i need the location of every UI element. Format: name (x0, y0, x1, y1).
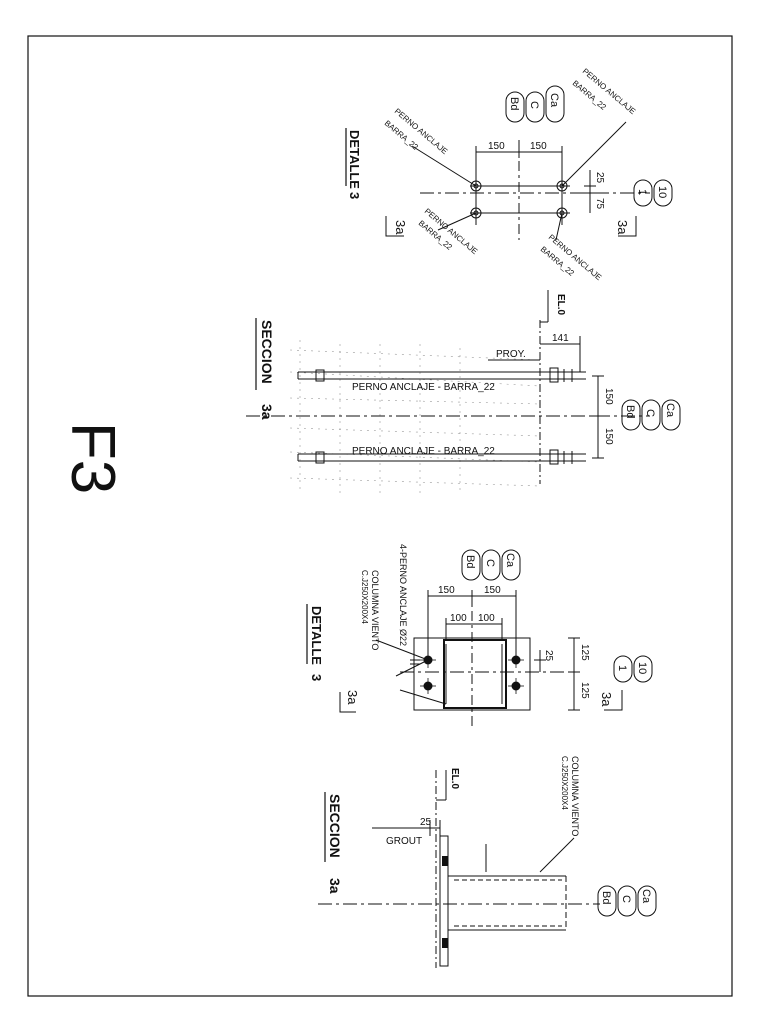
detail-b-grid-bubbles (461, 549, 653, 683)
detail-a-grid-bd: Bd (508, 97, 520, 110)
section-b-column-note-2: C.J250X200X4 (560, 756, 569, 810)
section-a-grid-c: C (644, 409, 656, 417)
detail-a-mark-left: 3a (393, 220, 408, 235)
detail-b-mark-right: 3a (599, 692, 614, 707)
detail-a-grid-bubbles (505, 85, 673, 207)
detail-a-dim-3: 25 (594, 172, 605, 184)
detail-b-dim-side-3: 25 (543, 650, 554, 662)
detail-b-grid-bd: Bd (464, 555, 476, 568)
detail-b-bolt-note: 4-PERNO ANCLAJE Ø22 (398, 544, 408, 646)
section-a-proy: PROY. (496, 349, 526, 360)
detail-b-dim-inner-1: 100 (450, 613, 467, 624)
section-a-el: EL.0 (555, 294, 566, 316)
section-b-grout: GROUT (386, 836, 422, 847)
section-a-soil-hatch (289, 340, 541, 494)
detail-b-dim-side-2: 125 (579, 682, 590, 699)
detail-b-bolt-crosses (420, 652, 524, 694)
detail-b-grid-10: 10 (636, 662, 648, 674)
detail-a-dim-4: 75 (594, 198, 605, 210)
section-a-proy-dim: 141 (552, 333, 569, 344)
section-a-grid-bd: Bd (624, 405, 636, 418)
detail-b-dim-inner-2: 100 (478, 613, 495, 624)
detail-b-column-note-1: COLUMNA VIENTO (370, 570, 380, 650)
section-b-title: SECCION (327, 794, 343, 858)
detail-b-dim-outer-1: 150 (438, 585, 455, 596)
section-b-column-note-1: COLUMNA VIENTO (570, 756, 580, 836)
section-b-grid-bd: Bd (600, 891, 612, 904)
section-b (318, 770, 600, 968)
detail-b-column-note-2: C.J250X200X4 (360, 570, 369, 624)
section-b-el: EL.0 (449, 768, 460, 790)
sheet-border (27, 35, 733, 997)
detail-a-dim-1: 150 (488, 141, 505, 152)
section-b-grid-c: C (620, 895, 632, 903)
detail-a-mark-right: 3a (615, 220, 630, 235)
detail-b-grid-1: 1 (616, 665, 628, 671)
detail-a: DETALLE 3 3a 3a 150 150 25 75 (345, 121, 650, 241)
section-b-grid-ca: Ca (640, 889, 652, 904)
detail-b-number: 3 (309, 674, 324, 681)
section-a-dim-1: 150 (603, 388, 614, 405)
section-b-anchor-blocks (442, 856, 448, 948)
section-b-grout-dim: 25 (420, 817, 432, 828)
detail-a-dim-2: 150 (530, 141, 547, 152)
section-a-grid-ca: Ca (664, 403, 676, 418)
detail-a-grid-c: C (528, 101, 540, 109)
section-a-mark: 3a (259, 404, 275, 420)
section-a-rod-label-1: PERNO ANCLAJE - BARRA_22 (352, 382, 495, 393)
detail-b-grid-ca: Ca (504, 553, 516, 568)
detail-a-grid-1: 1 (636, 189, 648, 195)
detail-b-title: DETALLE (309, 606, 324, 665)
section-a-dim-2: 150 (603, 428, 614, 445)
detail-b-dim-side-1: 125 (579, 644, 590, 661)
section-a-rod-label-2: PERNO ANCLAJE - BARRA_22 (352, 446, 495, 457)
section-b-grid-bubbles (597, 885, 657, 917)
section-b-mark: 3a (327, 878, 343, 894)
detail-b-dim-outer-2: 150 (484, 585, 501, 596)
detail-a-grid-10: 10 (656, 186, 668, 198)
detail-b (375, 590, 580, 730)
detail-b-mark-left: 3a (345, 690, 360, 705)
section-a (246, 290, 650, 494)
detail-b-grid-c: C (484, 559, 496, 567)
detail-a-number: 3 (347, 192, 362, 199)
section-a-title: SECCION (259, 320, 275, 384)
detail-a-title: DETALLE (347, 130, 362, 189)
detail-a-grid-ca: Ca (548, 93, 560, 108)
sheet-label: F3 (58, 422, 127, 494)
section-a-grid-bubbles (621, 399, 681, 431)
